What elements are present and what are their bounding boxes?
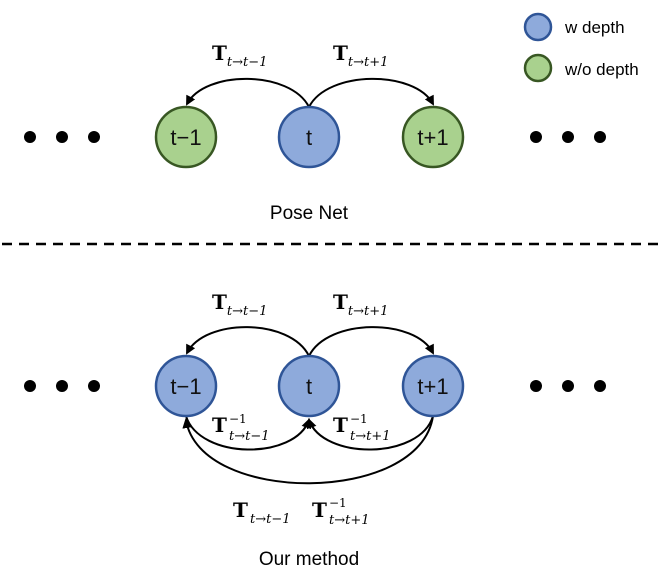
legend-label-w-depth: w depth (564, 18, 625, 37)
bottom-arrow-inner-left (185, 415, 312, 451)
svg-text:T: T (233, 498, 248, 522)
svg-text:t→t+1: t→t+1 (329, 513, 370, 528)
top-node-t-plus-1: t+1 (401, 105, 465, 169)
top-node-t: t (277, 105, 341, 169)
bottom-label-outer: T t→t−1 T −1 t→t+1 (233, 496, 370, 528)
svg-text:t−1: t−1 (170, 125, 201, 150)
bottom-left-ellipsis (24, 380, 100, 392)
svg-text:t: t (306, 125, 312, 150)
svg-text:t+1: t+1 (417, 374, 448, 399)
bottom-arrow-top-left (186, 326, 310, 357)
svg-text:t→t−1: t→t−1 (250, 512, 291, 527)
bottom-node-t: t (277, 354, 341, 418)
svg-text:t→t+1: t→t+1 (350, 429, 391, 444)
svg-text:t: t (306, 374, 312, 399)
svg-text:T: T (312, 498, 327, 522)
legend-swatch-w-depth (523, 12, 553, 42)
svg-text:−1: −1 (329, 496, 347, 510)
bottom-node-t-plus-1: t+1 (401, 354, 465, 418)
svg-text:−1: −1 (229, 412, 247, 426)
svg-text:−1: −1 (350, 412, 368, 426)
svg-text:t→t−1: t→t−1 (229, 429, 270, 444)
top-label-left: Tt→t−1 (212, 41, 267, 70)
bottom-caption: Our method (259, 549, 359, 570)
top-section: Tt→t−1 Tt→t+1 t−1 t t+1 Pose Net (24, 41, 606, 224)
bottom-label-inner-right: T −1 t→t+1 (333, 412, 391, 444)
svg-text:T: T (212, 413, 227, 437)
bottom-arrow-outer (182, 415, 434, 485)
legend: w depth w/o depth (523, 12, 639, 83)
top-label-right: Tt→t+1 (333, 41, 388, 70)
bottom-section: Tt→t−1 Tt→t+1 T −1 t→t−1 T −1 t→t+1 T t→… (24, 290, 606, 570)
top-arrow-left (186, 77, 310, 108)
bottom-label-inner-left: T −1 t→t−1 (212, 412, 270, 444)
svg-text:t−1: t−1 (170, 374, 201, 399)
top-caption: Pose Net (270, 203, 349, 224)
bottom-node-t-minus-1: t−1 (154, 354, 218, 418)
bottom-arrow-top-right (308, 326, 434, 357)
bottom-arrow-inner-right (306, 415, 434, 451)
top-right-ellipsis (530, 131, 606, 143)
top-left-ellipsis (24, 131, 100, 143)
svg-text:t+1: t+1 (417, 125, 448, 150)
bottom-right-ellipsis (530, 380, 606, 392)
legend-swatch-wo-depth (523, 53, 553, 83)
bottom-label-top-right: Tt→t+1 (333, 290, 388, 319)
top-node-t-minus-1: t−1 (154, 105, 218, 169)
legend-label-wo-depth: w/o depth (564, 60, 639, 79)
top-arrow-right (308, 77, 434, 108)
bottom-label-top-left: Tt→t−1 (212, 290, 267, 319)
svg-text:T: T (333, 413, 348, 437)
